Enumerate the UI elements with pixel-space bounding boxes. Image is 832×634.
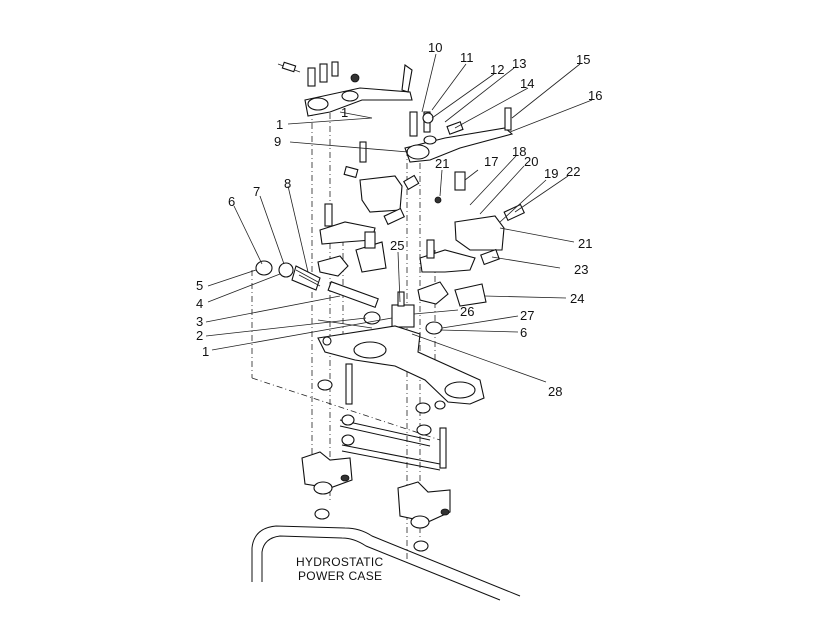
callout-1-upper: 1 <box>276 117 283 132</box>
middle-left-bracket <box>317 141 420 277</box>
callout-28: 28 <box>548 384 562 399</box>
callout-21-lower: 21 <box>578 236 592 251</box>
housing-label-line1: HYDROSTATIC <box>296 555 384 569</box>
callout-26: 26 <box>460 304 474 319</box>
callout-5: 5 <box>196 278 203 293</box>
callout-25: 25 <box>390 238 404 253</box>
lower-pivot-right <box>397 481 451 552</box>
callout-27: 27 <box>520 308 534 323</box>
middle-right-bracket <box>417 171 526 307</box>
callout-15: 15 <box>576 52 590 67</box>
callout-8: 8 <box>284 176 291 191</box>
callout-3: 3 <box>196 314 203 329</box>
callout-17: 17 <box>484 154 498 169</box>
callout-12: 12 <box>490 62 504 77</box>
callout-6-right: 6 <box>520 325 527 340</box>
callout-7: 7 <box>253 184 260 199</box>
callout-13: 13 <box>512 56 526 71</box>
callout-2-lower: 2 <box>196 328 203 343</box>
upper-left-linkage <box>277 61 413 119</box>
callout-18: 18 <box>512 144 526 159</box>
callout-4: 4 <box>196 296 203 311</box>
callout-23: 23 <box>574 262 588 277</box>
callout-11: 11 <box>460 50 474 65</box>
callout-21-upper: 21 <box>435 156 449 171</box>
power-case-outline <box>251 525 521 601</box>
callout-9: 9 <box>274 134 281 149</box>
lower-linkage <box>317 363 447 471</box>
callout-10: 10 <box>428 40 442 55</box>
callout-1-lower: 1 <box>202 344 209 359</box>
callout-16: 16 <box>588 88 602 103</box>
callout-24: 24 <box>570 291 584 306</box>
callout-22: 22 <box>566 164 580 179</box>
leader-lines <box>205 53 593 383</box>
housing-label-line2: POWER CASE <box>298 569 382 583</box>
callout-14: 14 <box>520 76 534 91</box>
callout-19: 19 <box>544 166 558 181</box>
base-plate <box>317 325 485 405</box>
upper-right-linkage <box>404 107 514 163</box>
callout-20: 20 <box>524 154 538 169</box>
lower-pivot-left <box>301 451 353 520</box>
callout-labels: 1 1 3 4 5 6 7 8 9 10 11 12 13 14 15 16 1… <box>196 40 602 399</box>
callout-2-upper: 1 <box>341 105 348 120</box>
callout-6-left: 6 <box>228 194 235 209</box>
